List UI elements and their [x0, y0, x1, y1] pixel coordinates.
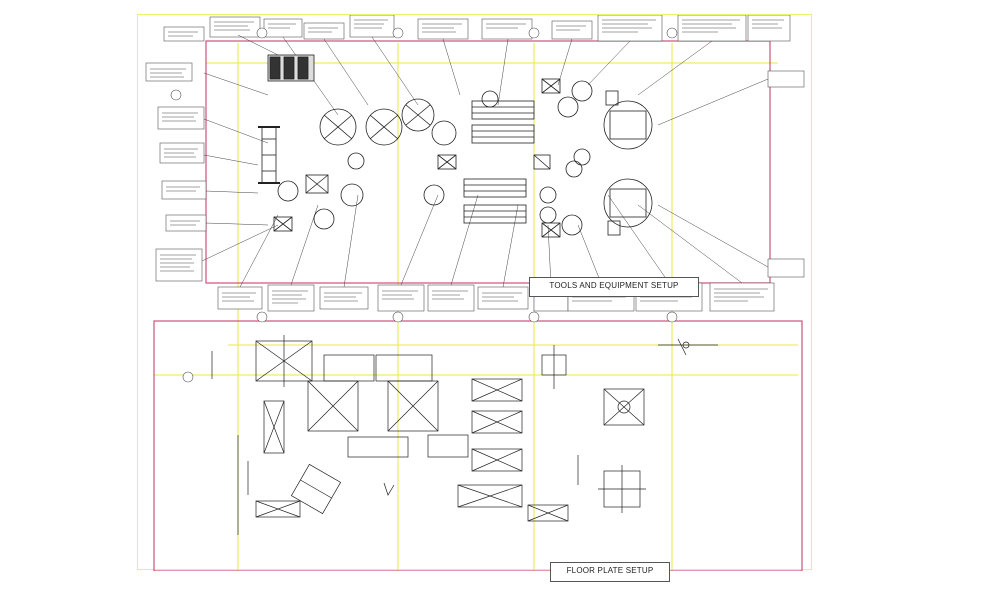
- floor-equipment: [211, 335, 718, 535]
- grid-bubbles: [170, 27, 678, 383]
- tools-equipment-setup-label: TOOLS AND EQUIPMENT SETUP: [529, 277, 699, 297]
- drawing-sheet: TOOLS AND EQUIPMENT SETUP FLOOR PLATE SE…: [137, 14, 812, 582]
- tools-section-border: [205, 40, 771, 284]
- floor-section-border: [153, 320, 803, 571]
- layout-drawing: [145, 15, 805, 571]
- left-callouts: [145, 62, 207, 282]
- floor-plate-setup-label: FLOOR PLATE SETUP: [550, 562, 670, 582]
- leader-lines: [201, 34, 769, 288]
- tools-equipment: [258, 54, 653, 238]
- right-callouts: [767, 70, 805, 278]
- left-callout-text: [150, 68, 200, 272]
- top-callout-text: [168, 19, 784, 37]
